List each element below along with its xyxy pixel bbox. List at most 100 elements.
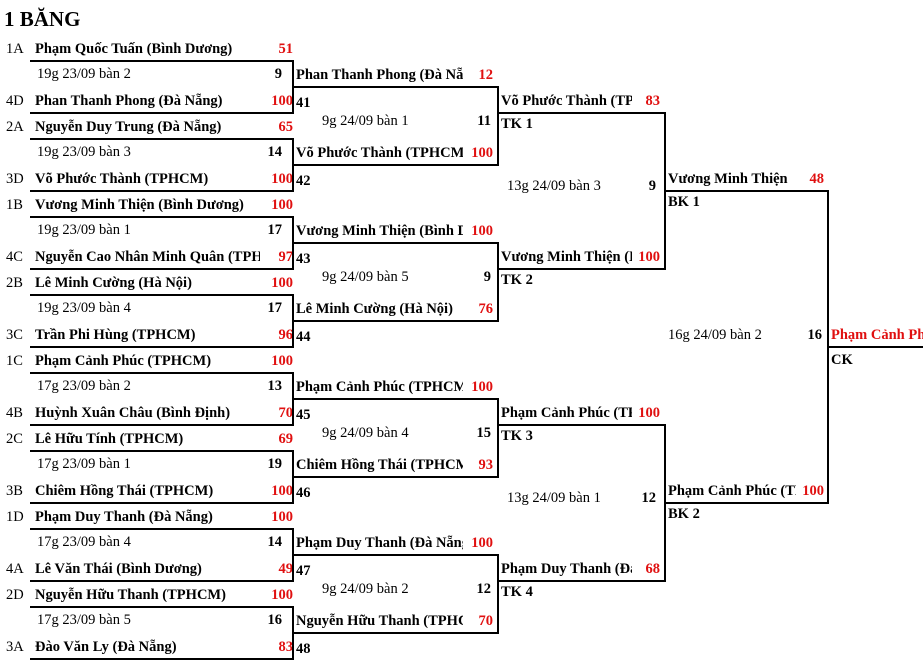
- match-label: BK 1: [668, 194, 700, 210]
- seed-label: 3D: [6, 171, 24, 187]
- player-name: Phạm Duy Thanh (Đà Nẵng): [35, 509, 213, 525]
- match-number: 45: [296, 407, 311, 423]
- match-connector: [292, 138, 294, 192]
- match-number: 43: [296, 251, 311, 267]
- player-line: [30, 502, 292, 504]
- round2-player-score: 12: [478, 67, 494, 83]
- seed-label: 4C: [6, 249, 23, 265]
- seed-label: 1C: [6, 353, 23, 369]
- player-score: 100: [271, 93, 293, 109]
- match-connector: [292, 606, 294, 660]
- player-name: Phạm Cảnh Phúc (TPHCM): [35, 353, 212, 369]
- round2-player-score: 93: [478, 457, 494, 473]
- match-connector: [827, 190, 829, 504]
- match-connector: [664, 112, 666, 270]
- match-connector: [292, 450, 294, 504]
- player-line: [30, 606, 292, 608]
- match-connector: [292, 60, 294, 114]
- round2-player-line: [294, 86, 497, 88]
- player-name: Lê Minh Cường (Hà Nội): [35, 275, 192, 291]
- round2-player-name: Nguyễn Hữu Thanh (TPHCM): [296, 613, 463, 629]
- seed-label: 4D: [6, 93, 24, 109]
- match-innings: 12: [476, 581, 492, 597]
- match-innings: 14: [267, 534, 283, 550]
- match-label: TK 3: [501, 428, 533, 444]
- player-score: 100: [271, 171, 293, 187]
- match-number: 42: [296, 173, 311, 189]
- round4-player-name: Vương Minh Thiện: [668, 171, 788, 187]
- match-innings: 9: [483, 269, 491, 285]
- match-innings: 16: [267, 612, 283, 628]
- match-info: 17g 23/09 bàn 1: [37, 456, 131, 472]
- match-innings: 12: [641, 490, 657, 506]
- seed-label: 2A: [6, 119, 24, 135]
- round3-player-line: [499, 268, 664, 270]
- seed-label: 2D: [6, 587, 24, 603]
- match-info: 9g 24/09 bàn 4: [322, 425, 409, 441]
- round2-player-score: 70: [478, 613, 494, 629]
- player-name: Huỳnh Xuân Châu (Bình Định): [35, 405, 231, 421]
- match-innings: 9: [648, 178, 656, 194]
- seed-label: 1D: [6, 509, 24, 525]
- match-info: 17g 23/09 bàn 5: [37, 612, 131, 628]
- player-name: Võ Phước Thành (TPHCM): [35, 171, 209, 187]
- player-name: Phạm Quốc Tuấn (Bình Dương): [35, 41, 233, 57]
- round3-player-name: Võ Phước Thành (TPHCM): [501, 93, 632, 109]
- match-info: 17g 23/09 bàn 2: [37, 378, 131, 394]
- match-connector: [497, 242, 499, 322]
- round3-player-line: [499, 580, 664, 582]
- player-score: 100: [271, 197, 293, 213]
- round4-player-name: Phạm Cảnh Phúc (TPHCM): [668, 483, 796, 499]
- player-line: [30, 528, 292, 530]
- match-info: 19g 23/09 bàn 3: [37, 144, 131, 160]
- player-line: [30, 580, 292, 582]
- match-innings: 14: [267, 144, 283, 160]
- player-line: [30, 424, 292, 426]
- match-innings: 16: [807, 327, 823, 343]
- round3-player-line: [499, 112, 664, 114]
- round2-player-name: Chiêm Hồng Thái (TPHCM): [296, 457, 463, 473]
- seed-label: 1A: [6, 41, 24, 57]
- match-info: 16g 24/09 bàn 2: [668, 327, 762, 343]
- match-label: TK 2: [501, 272, 533, 288]
- match-number: 46: [296, 485, 311, 501]
- match-info: 13g 24/09 bàn 1: [507, 490, 601, 506]
- player-name: Nguyễn Hữu Thanh (TPHCM): [35, 587, 226, 603]
- round2-player-score: 100: [471, 223, 493, 239]
- round4-player-score: 48: [809, 171, 825, 187]
- champion-line: [829, 346, 923, 348]
- seed-label: 2C: [6, 431, 23, 447]
- match-innings: 19: [267, 456, 283, 472]
- player-name: Trần Phi Hùng (TPHCM): [35, 327, 196, 343]
- round2-player-line: [294, 398, 497, 400]
- round2-player-score: 76: [478, 301, 494, 317]
- match-number: 41: [296, 95, 311, 111]
- player-score: 65: [278, 119, 294, 135]
- round2-player-score: 100: [471, 535, 493, 551]
- round2-player-line: [294, 554, 497, 556]
- round2-player-name: Phạm Duy Thanh (Đà Nẵng): [296, 535, 463, 551]
- seed-label: 4A: [6, 561, 24, 577]
- player-name: Lê Văn Thái (Bình Dương): [35, 561, 202, 577]
- round2-player-score: 100: [471, 145, 493, 161]
- match-info: 19g 23/09 bàn 1: [37, 222, 131, 238]
- match-label: BK 2: [668, 506, 700, 522]
- player-score: 96: [278, 327, 294, 343]
- champion-name: Phạm Cảnh Phúc: [831, 327, 923, 343]
- player-score: 69: [278, 431, 294, 447]
- round2-player-name: Vương Minh Thiện (Bình Dương): [296, 223, 463, 239]
- match-info: 9g 24/09 bàn 1: [322, 113, 409, 129]
- player-score: 100: [271, 483, 293, 499]
- match-connector: [497, 398, 499, 478]
- player-line: [30, 60, 292, 62]
- match-innings: 13: [267, 378, 283, 394]
- player-name: Đào Văn Ly (Đà Nẵng): [35, 639, 177, 655]
- round2-player-line: [294, 632, 497, 634]
- match-info: 9g 24/09 bàn 5: [322, 269, 409, 285]
- seed-label: 4B: [6, 405, 23, 421]
- round2-player-line: [294, 476, 497, 478]
- match-innings: 15: [476, 425, 492, 441]
- player-score: 100: [271, 353, 293, 369]
- match-connector: [292, 528, 294, 582]
- match-connector: [664, 424, 666, 582]
